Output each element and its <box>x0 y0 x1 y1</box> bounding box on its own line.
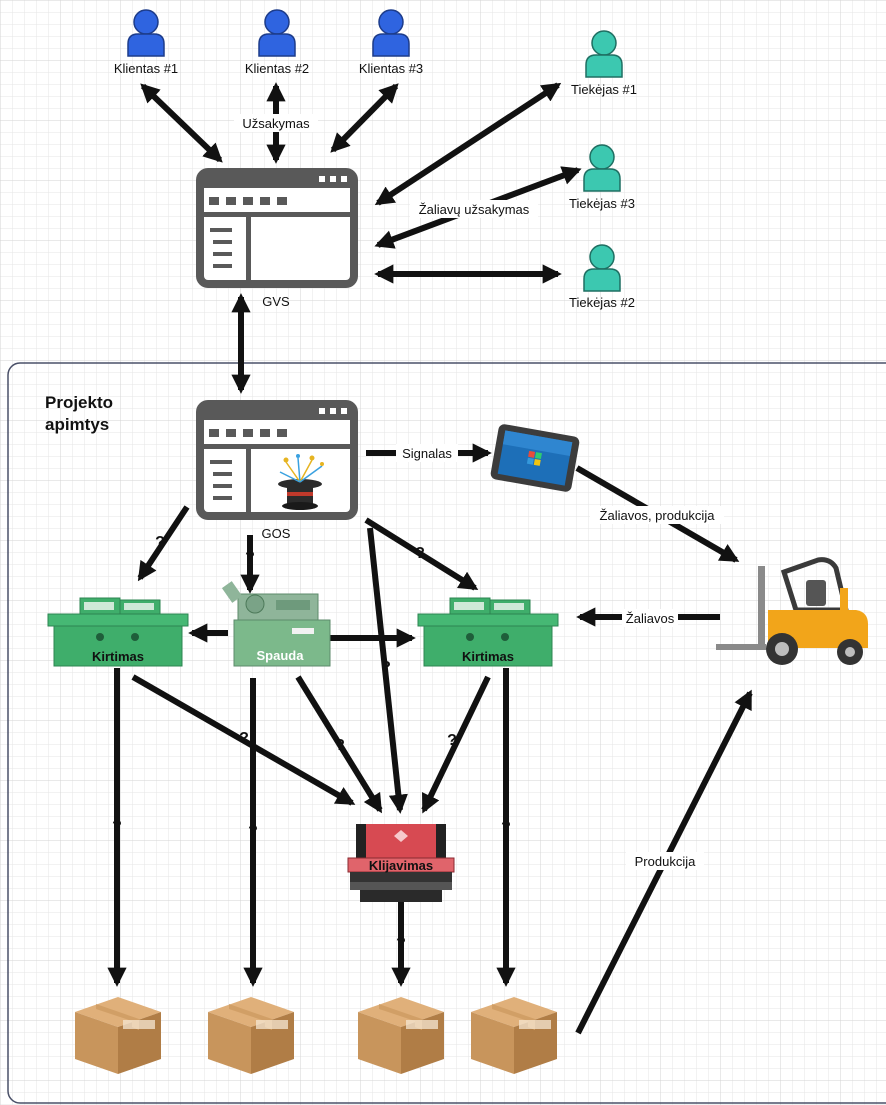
scope-title-line1: Projekto <box>45 393 113 412</box>
raw-production-label: Žaliavos, produkcija <box>600 508 716 523</box>
machine-label: Kirtimas <box>462 649 514 664</box>
scope-title-line2: apimtys <box>45 415 109 434</box>
box-icon <box>358 997 444 1074</box>
customer-label: Klientas #1 <box>114 61 178 76</box>
customer-node-3: Klientas #3 <box>359 9 423 76</box>
edge-gos-kirtimas-left <box>137 505 190 582</box>
supplier-label: Tiekėjas #2 <box>569 295 635 310</box>
unknown-mark: ? <box>447 732 457 749</box>
signal-label: Signalas <box>402 446 452 461</box>
magic-hat-icon <box>278 454 324 510</box>
kirtimas-machine-left: Kirtimas <box>47 597 189 667</box>
supplier-node-1: Tiekėjas #1 <box>571 30 637 97</box>
customer-icon <box>127 33 165 57</box>
raw-label-bg <box>622 609 678 627</box>
unknown-mark: ? <box>112 818 122 835</box>
unknown-mark: ? <box>415 545 425 562</box>
edge-kirtimas-right-klijavimas <box>421 675 491 814</box>
supplier-icon <box>585 54 623 78</box>
supplier-label: Tiekėjas #1 <box>571 82 637 97</box>
supplier-node-2: Tiekėjas #2 <box>569 244 635 310</box>
gvs-system-node: GVS <box>196 168 358 309</box>
gos-label: GOS <box>262 526 291 541</box>
production-label-bg <box>626 852 704 870</box>
kirtimas-machine-right: Kirtimas <box>417 597 559 667</box>
customer-icon-head <box>378 9 404 35</box>
unknown-mark: ? <box>248 823 258 840</box>
customer-icon-head <box>133 9 159 35</box>
customer-icon <box>258 33 296 57</box>
raw-label: Žaliavos <box>626 611 675 626</box>
unknown-mark: ? <box>245 549 255 566</box>
project-scope-container <box>7 362 886 1104</box>
machine-label: Klijavimas <box>369 858 433 873</box>
supplier-icon-head <box>589 144 615 170</box>
gos-system-node: GOS <box>196 400 358 541</box>
raw-order-label-bg <box>410 200 538 218</box>
klijavimas-machine: Klijavimas <box>347 824 455 902</box>
supplier-icon <box>583 268 621 292</box>
edge-kirtimas-left-klijavimas <box>131 674 356 806</box>
machine-label: Spauda <box>257 648 305 663</box>
signal-label-bg <box>396 444 458 462</box>
supplier-icon <box>583 168 621 192</box>
edge-gos-kirtimas-right <box>364 517 479 591</box>
customer-icon <box>372 33 410 57</box>
order-label: Užsakymas <box>242 116 310 131</box>
tablet-icon <box>490 424 580 492</box>
browser-window-icon <box>196 400 358 520</box>
customer-node-2: Klientas #2 <box>245 9 309 76</box>
edge-customer1-gvs <box>140 83 223 163</box>
unknown-mark: ? <box>155 534 165 551</box>
raw-production-label-bg <box>590 506 724 524</box>
gvs-label: GVS <box>262 294 290 309</box>
browser-window-icon <box>196 168 358 288</box>
spauda-machine: Spauda <box>221 581 331 667</box>
box-icon <box>208 997 294 1074</box>
edge-spauda-klijavimas <box>295 675 383 814</box>
unknown-mark: ? <box>381 659 391 676</box>
supplier-icon-head <box>589 244 615 270</box>
customer-icon-head <box>264 9 290 35</box>
edge-label-layer: Užsakymas Žaliavų užsakymas Signalas Žal… <box>112 114 724 952</box>
supplier-node-3: Tiekėjas #3 <box>569 144 635 211</box>
customer-label: Klientas #2 <box>245 61 309 76</box>
box-icon <box>75 997 161 1074</box>
supplier-label: Tiekėjas #3 <box>569 196 635 211</box>
supplier-icon-head <box>591 30 617 56</box>
production-label: Produkcija <box>635 854 696 869</box>
unknown-mark: ? <box>239 730 249 747</box>
unknown-mark: ? <box>396 935 406 952</box>
unknown-mark: ? <box>501 819 511 836</box>
order-label-bg <box>234 114 318 132</box>
machine-label: Kirtimas <box>92 649 144 664</box>
raw-order-label: Žaliavų užsakymas <box>419 202 530 217</box>
box-icon <box>471 997 557 1074</box>
forklift-icon <box>716 557 868 665</box>
unknown-mark: ? <box>335 737 345 754</box>
edge-gos-klijavimas <box>367 527 408 814</box>
customer-label: Klientas #3 <box>359 61 423 76</box>
customer-node-1: Klientas #1 <box>114 9 178 76</box>
